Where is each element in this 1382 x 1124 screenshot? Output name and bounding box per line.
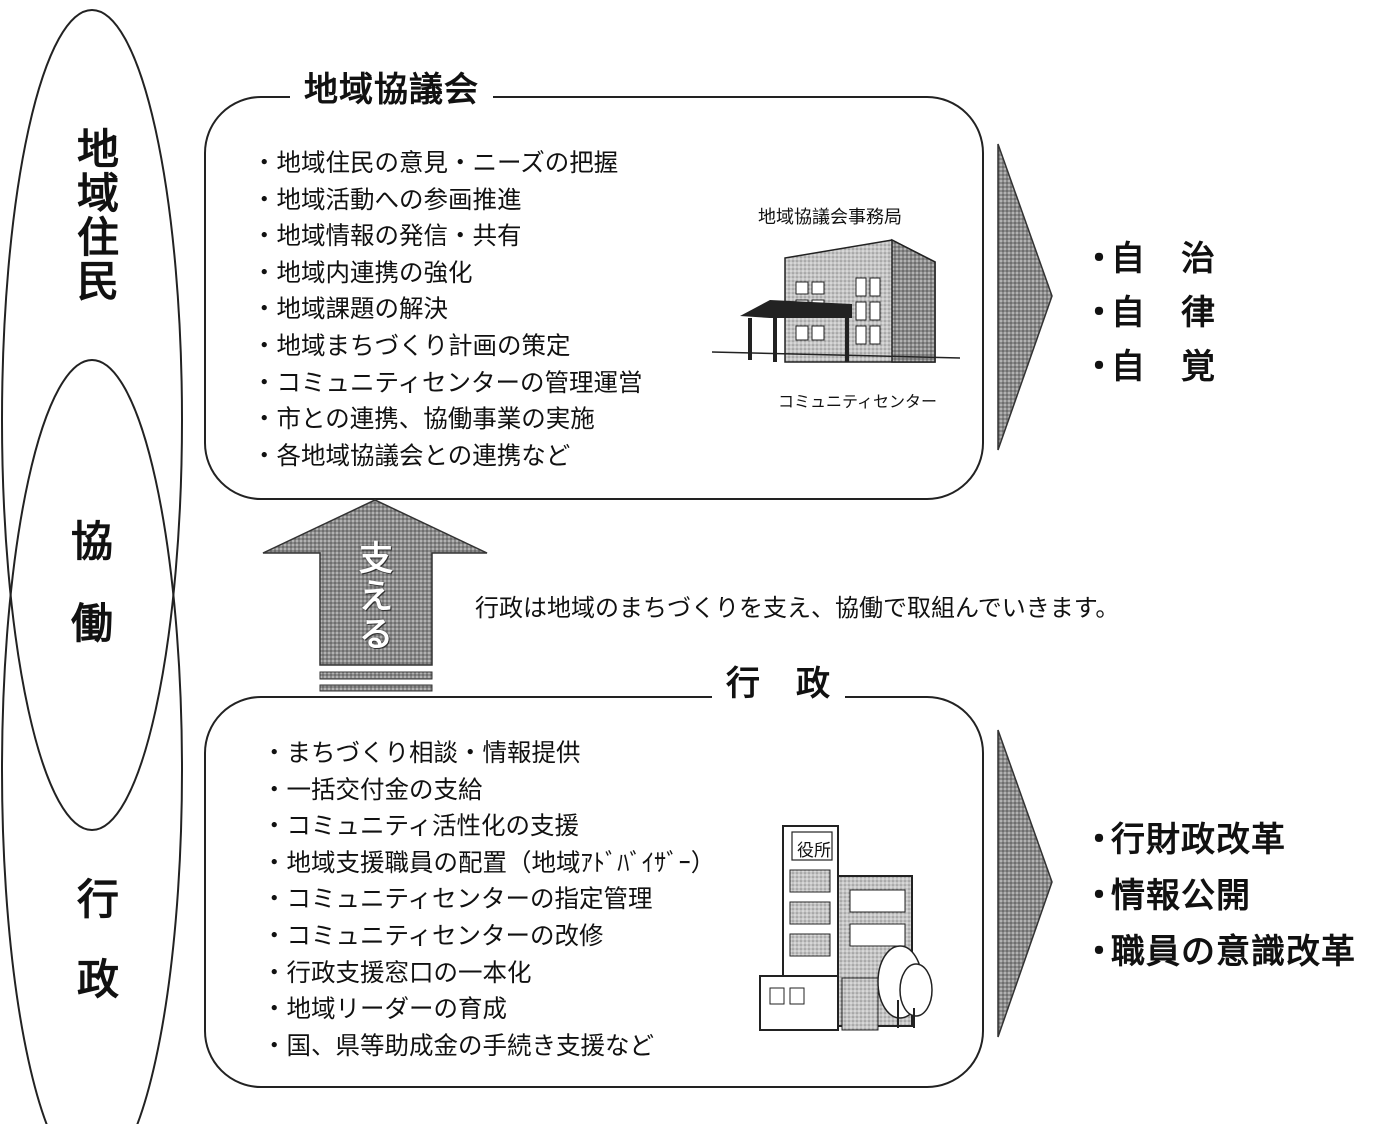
- list-item: 各地域協議会との連携など: [252, 438, 643, 475]
- council-office-label: 地域協議会事務局: [758, 207, 902, 228]
- support-arrow-label: 支える: [359, 539, 393, 655]
- outcome-item: 行財政改革: [1082, 812, 1356, 868]
- support-arrow: [262, 499, 488, 666]
- city-hall-illustration: [759, 825, 933, 1031]
- list-item: コミュニティセンターの管理運営: [252, 365, 643, 402]
- support-note: 行政は地域のまちづくりを支え、協働で取組んでいきます。: [475, 594, 1120, 622]
- government-item-list: まちづくり相談・情報提供 一括交付金の支給 コミュニティ活性化の支援 地域支援職…: [262, 735, 716, 1065]
- residents-ellipse: [1, 9, 183, 831]
- list-item: 地域活動への参画推進: [252, 182, 643, 219]
- residents-label: 地域住民: [76, 125, 119, 306]
- city-hall-sign: 役所: [797, 841, 831, 861]
- list-item: 行政支援窓口の一本化: [262, 955, 715, 992]
- community-center-illustration: [711, 238, 961, 363]
- list-item: 市との連携、協働事業の実施: [252, 401, 643, 438]
- list-item: 地域課題の解決: [252, 291, 643, 328]
- council-item-list: 地域住民の意見・ニーズの把握 地域活動への参画推進 地域情報の発信・共有 地域内…: [252, 145, 643, 474]
- list-item: 一括交付金の支給: [262, 772, 715, 809]
- outcome-item: 自 律: [1082, 286, 1216, 340]
- list-item: コミュニティセンターの改修: [262, 918, 715, 955]
- government-title: 行 政: [712, 664, 845, 704]
- list-item: コミュニティ活性化の支援: [262, 808, 715, 845]
- outcome-item: 自 覚: [1082, 340, 1216, 394]
- government-ellipse: [1, 359, 183, 1124]
- outcome-item: 職員の意識改革: [1082, 924, 1356, 980]
- government-side-label: 行政: [76, 875, 119, 1004]
- council-outcomes: 自 治 自 律 自 覚: [1082, 232, 1216, 394]
- outcome-item: 情報公開: [1082, 868, 1356, 924]
- list-item: 国、県等助成金の手続き支援など: [262, 1028, 715, 1065]
- government-outcome-arrow: [997, 729, 1053, 1038]
- collaboration-label-2: 働: [70, 599, 113, 648]
- list-item: まちづくり相談・情報提供: [262, 735, 715, 772]
- list-item: 地域まちづくり計画の策定: [252, 328, 643, 365]
- list-item: 地域支援職員の配置（地域ｱﾄﾞﾊﾞｲｻﾞｰ）: [262, 845, 716, 882]
- list-item: 地域内連携の強化: [252, 255, 643, 292]
- council-outcome-arrow: [997, 143, 1053, 451]
- support-arrow-stripe: [319, 684, 433, 692]
- outcome-item: 自 治: [1082, 232, 1216, 286]
- support-arrow-stripe: [319, 671, 433, 680]
- list-item: 地域情報の発信・共有: [252, 218, 643, 255]
- government-outcomes: 行財政改革 情報公開 職員の意識改革: [1082, 812, 1356, 980]
- council-title: 地域協議会: [290, 70, 493, 110]
- list-item: コミュニティセンターの指定管理: [262, 881, 715, 918]
- list-item: 地域住民の意見・ニーズの把握: [252, 145, 643, 182]
- community-center-label: コミュニティセンター: [778, 392, 938, 411]
- list-item: 地域リーダーの育成: [262, 991, 715, 1028]
- collaboration-label-1: 協: [70, 517, 113, 566]
